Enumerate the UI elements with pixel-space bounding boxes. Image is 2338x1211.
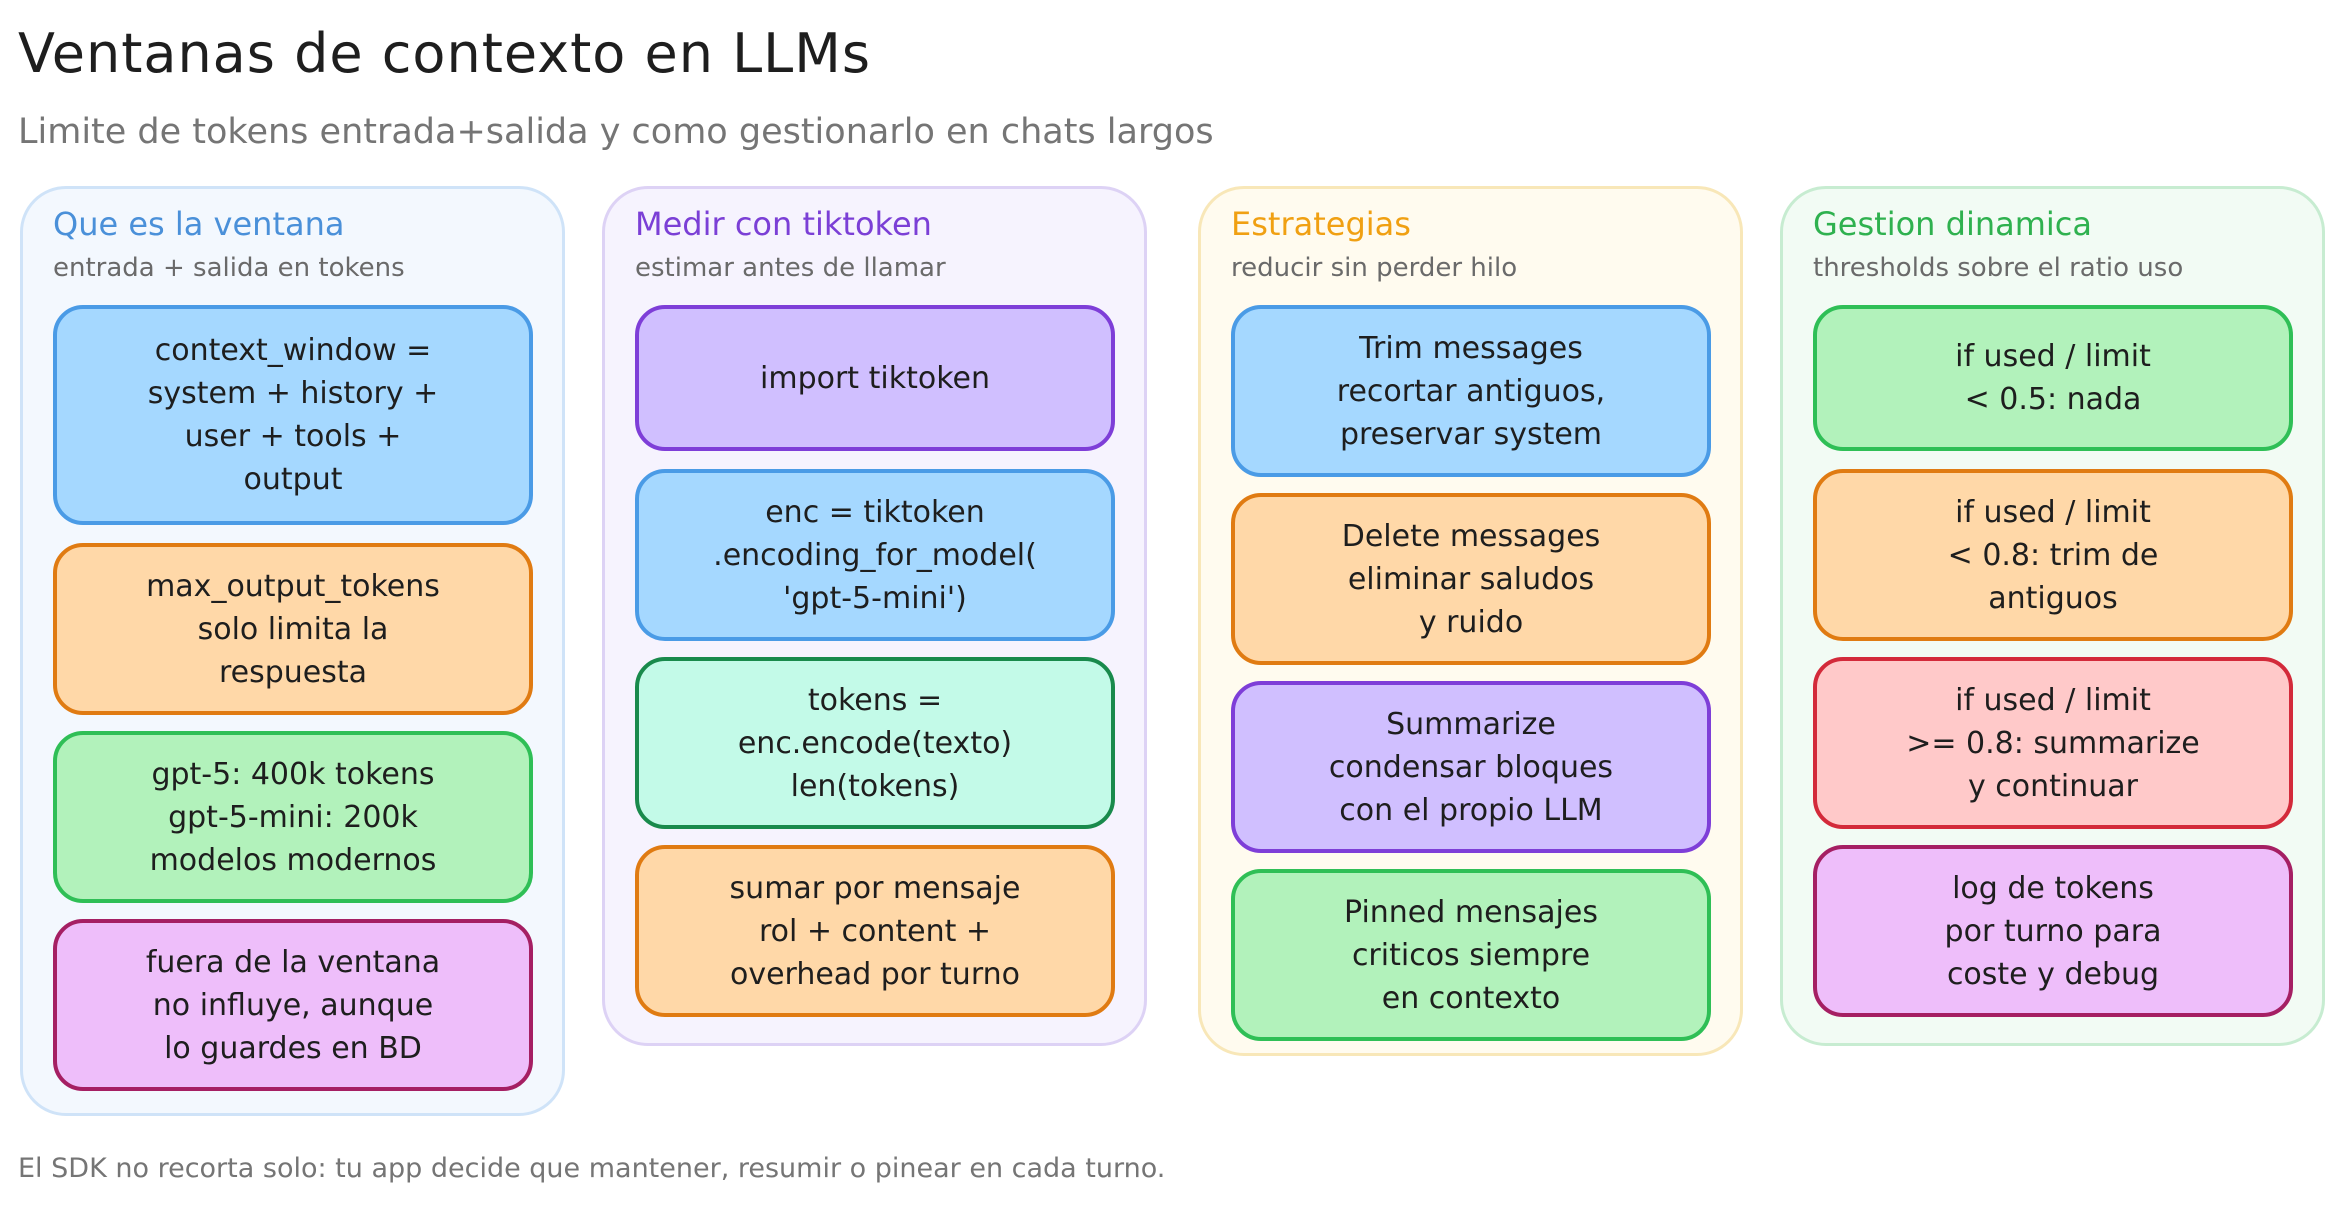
column-subtitle: reducir sin perder hilo [1231,253,1518,283]
column-title: Gestion dinamica [1813,205,2092,243]
card-threshold-0-5: if used / limit < 0.5: nada [1813,305,2293,451]
page-title: Ventanas de contexto en LLMs [18,22,871,85]
card-outside-window: fuera de la ventana no influye, aunque l… [53,919,533,1091]
card-pinned-mensajes: Pinned mensajes criticos siempre en cont… [1231,869,1711,1041]
column-title: Que es la ventana [53,205,345,243]
column-subtitle: estimar antes de llamar [635,253,946,283]
page-subtitle: Limite de tokens entrada+salida y como g… [18,112,1214,152]
card-encode-tokens: tokens = enc.encode(texto) len(tokens) [635,657,1115,829]
card-encoding-for-model: enc = tiktoken .encoding_for_model( 'gpt… [635,469,1115,641]
column-title: Estrategias [1231,205,1411,243]
column-estrategias: Estrategias reducir sin perder hilo Trim… [1198,186,1743,1056]
footer-note: El SDK no recorta solo: tu app decide qu… [18,1153,1166,1184]
card-log-tokens: log de tokens por turno para coste y deb… [1813,845,2293,1017]
column-subtitle: thresholds sobre el ratio uso [1813,253,2184,283]
card-sumar-por-mensaje: sumar por mensaje rol + content + overhe… [635,845,1115,1017]
column-gestion-dinamica: Gestion dinamica thresholds sobre el rat… [1780,186,2325,1046]
card-threshold-summarize: if used / limit >= 0.8: summarize y cont… [1813,657,2293,829]
card-trim-messages: Trim messages recortar antiguos, preserv… [1231,305,1711,477]
column-medir-con-tiktoken: Medir con tiktoken estimar antes de llam… [602,186,1147,1046]
card-delete-messages: Delete messages eliminar saludos y ruido [1231,493,1711,665]
card-summarize: Summarize condensar bloques con el propi… [1231,681,1711,853]
card-model-limits: gpt-5: 400k tokens gpt-5-mini: 200k mode… [53,731,533,903]
card-threshold-0-8-trim: if used / limit < 0.8: trim de antiguos [1813,469,2293,641]
column-title: Medir con tiktoken [635,205,932,243]
card-max-output-tokens: max_output_tokens solo limita la respues… [53,543,533,715]
card-import-tiktoken: import tiktoken [635,305,1115,451]
card-context-window: context_window = system + history + user… [53,305,533,525]
column-que-es-la-ventana: Que es la ventana entrada + salida en to… [20,186,565,1116]
column-subtitle: entrada + salida en tokens [53,253,405,283]
